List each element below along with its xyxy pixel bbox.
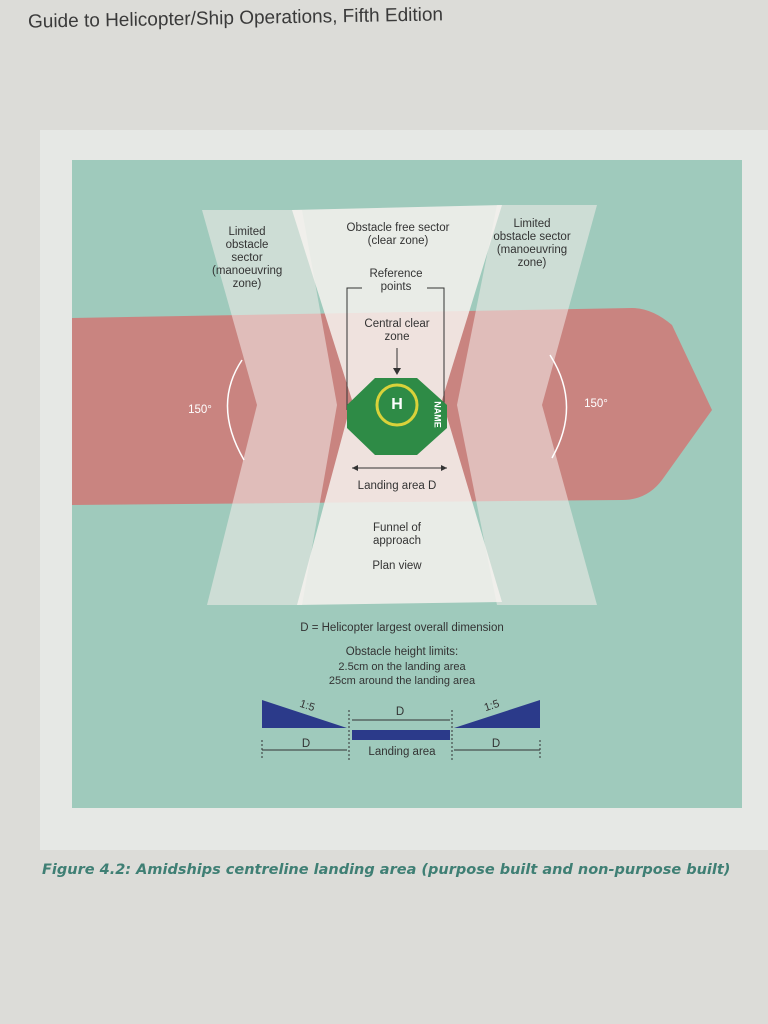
d-left-label: D	[301, 738, 311, 750]
central-arrowhead	[393, 368, 401, 375]
helipad-ring	[375, 383, 419, 427]
angle-arc-right	[549, 354, 568, 459]
figure-diagram: Limited obstacle sector (manoeuvring zon…	[72, 160, 742, 808]
landing-d-arrow-left	[352, 465, 358, 471]
angle-right-label: 150°	[584, 398, 608, 410]
helipad-name: NAME	[432, 401, 443, 428]
limited-sector-left-label: Limited obstacle sector (manoeuvring zon…	[212, 226, 283, 290]
plan-view-label: Plan view	[372, 560, 422, 572]
profile-landing-area	[352, 730, 450, 740]
figure-caption: Figure 4.2: Amidships centreline landing…	[42, 862, 731, 878]
helipad-letter: H	[391, 396, 403, 413]
helipad-octagon	[347, 378, 447, 455]
limited-sector-left	[202, 210, 337, 605]
angle-arc-left	[226, 359, 245, 461]
reference-line-left	[346, 287, 362, 410]
limited-sector-right-label: Limited obstacle sector (manoeuvring zon…	[493, 218, 571, 269]
profile-slope-right	[454, 700, 540, 728]
reference-line-right	[427, 287, 445, 410]
funnel-label: Funnel of approach	[373, 522, 421, 547]
landing-area-d-label: Landing area D	[357, 480, 437, 492]
landing-area-label: Landing area	[368, 746, 436, 758]
page-header-title: Guide to Helicopter/Ship Operations, Fif…	[27, 4, 444, 33]
limited-sector-right	[457, 205, 597, 605]
central-clear-zone-label: Central clear zone	[364, 318, 430, 343]
d-right-label: D	[491, 738, 501, 750]
diagram-svg	[72, 205, 712, 760]
d-definition: D = Helicopter largest overall dimension	[300, 622, 504, 634]
height-limit-2: 25cm around the landing area	[328, 675, 476, 687]
d-center-label: D	[395, 706, 405, 718]
landing-d-arrow-right	[441, 465, 447, 471]
angle-left-label: 150°	[188, 404, 212, 416]
reference-points-label: Reference points	[369, 268, 423, 293]
obstacle-free-label: Obstacle free sector (clear zone)	[346, 222, 450, 247]
profile-slope-left	[262, 700, 347, 728]
height-limit-1: 2.5cm on the landing area	[338, 661, 466, 673]
height-limits-title: Obstacle height limits:	[345, 646, 459, 658]
